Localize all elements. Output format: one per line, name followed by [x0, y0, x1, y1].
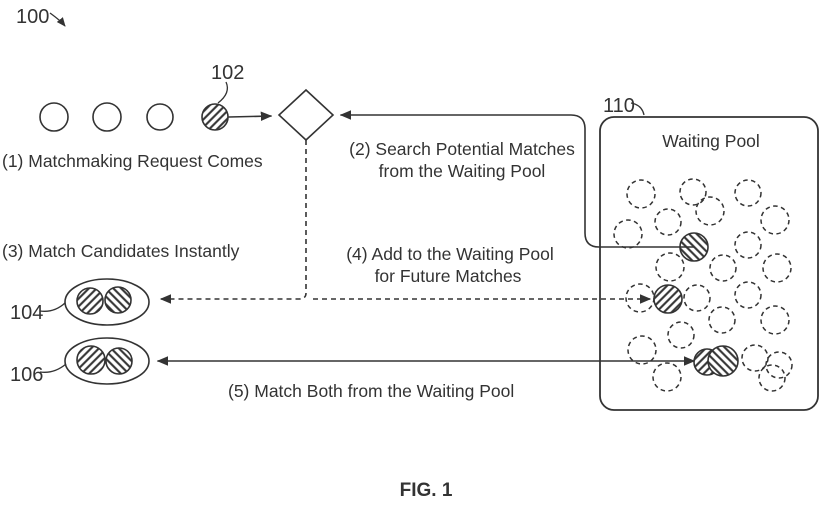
- queue-circle: [92, 102, 122, 132]
- label-104: 104: [10, 302, 43, 324]
- label-102: 102: [211, 62, 244, 84]
- label-110: 110: [603, 95, 635, 117]
- step1-label: (1) Matchmaking Request Comes: [2, 151, 263, 171]
- request-to-decision-arrow: [228, 111, 273, 122]
- step4-label-line1: (4) Add to the Waiting Pool: [346, 244, 554, 264]
- label-102-leader: [217, 81, 229, 104]
- waiting-pool-box: [599, 116, 819, 411]
- label-104-leader: [39, 302, 66, 312]
- figure-caption: FIG. 1: [400, 480, 453, 501]
- queue-circle: [39, 102, 69, 132]
- search-pool-arrow: [339, 110, 695, 248]
- matched-player-circle: [76, 287, 104, 315]
- instant-match-dashed-arrow: [159, 140, 307, 304]
- label-106: 106: [10, 364, 43, 386]
- pool-added-request-circle: [653, 284, 683, 314]
- waiting-pool-title: Waiting Pool: [662, 131, 760, 151]
- step2-label-line1: (2) Search Potential Matches: [349, 139, 575, 159]
- label-106-leader: [39, 363, 67, 373]
- matched-player-circle: [76, 345, 106, 375]
- queue-circle: [146, 103, 174, 131]
- decision-diamond: [277, 88, 335, 142]
- matched-player-circle: [105, 347, 133, 375]
- matched-player-circle: [104, 286, 132, 314]
- pool-matched-pair-circle: [707, 345, 739, 377]
- figure-ref-arrow: [49, 12, 66, 27]
- label-110-leader: [630, 102, 645, 116]
- step4-label-line2: for Future Matches: [375, 266, 522, 286]
- figure-ref-100: 100: [16, 6, 49, 28]
- step5-label: (5) Match Both from the Waiting Pool: [228, 381, 514, 401]
- request-circle-102: [201, 103, 229, 131]
- step2-label-line2: from the Waiting Pool: [379, 161, 546, 181]
- step3-label: (3) Match Candidates Instantly: [2, 241, 240, 261]
